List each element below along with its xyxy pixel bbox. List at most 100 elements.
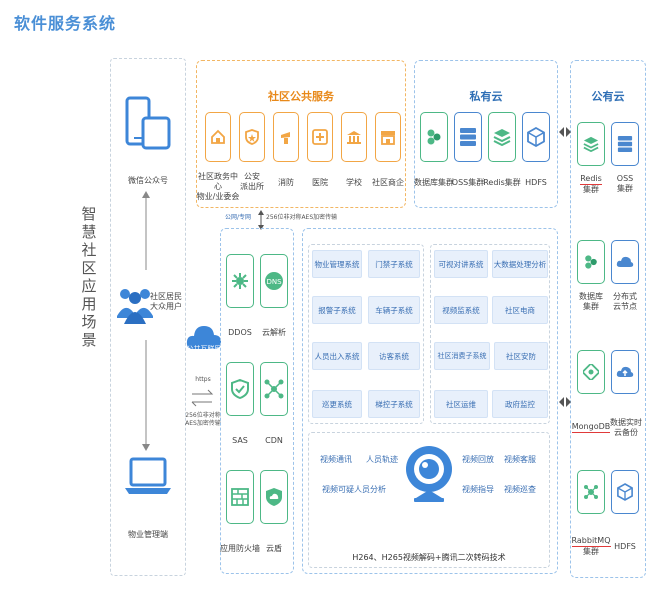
- system-item: 门禁子系统: [368, 250, 420, 278]
- cloud-shield-icon: [260, 470, 288, 524]
- community-items: 社区政务中心物业/业委会 公安派出所 消防 医院 学校 社区商企: [197, 112, 404, 202]
- police-icon: [239, 112, 265, 162]
- cloud-backup-icon: [611, 350, 639, 394]
- video-item: 视频通讯: [320, 455, 352, 464]
- video-camera-icon: [404, 444, 454, 510]
- oss-cluster-icon: [611, 122, 639, 166]
- public-cloud-label: 数据实时云备份: [610, 418, 642, 437]
- community-item-label: 社区商企: [372, 178, 404, 187]
- encryption-top-label: 256位非对称AES加密传输: [266, 214, 338, 221]
- community-item-label: 消防: [278, 178, 294, 187]
- public-cloud-panel: [570, 60, 646, 578]
- internet-cloud-icon: [186, 322, 222, 356]
- system-item: 社区安防: [494, 342, 548, 370]
- wechat-label: 微信公众号: [128, 176, 168, 185]
- video-caption: H264、H265视频解码+腾讯二次转码技术: [352, 553, 506, 562]
- video-group: [308, 432, 550, 568]
- community-services-title: 社区公共服务: [268, 90, 334, 103]
- public-cloud-title: 公有云: [591, 90, 625, 103]
- system-item: 社区运维: [434, 390, 488, 418]
- database-cluster-icon: [577, 240, 605, 284]
- school-icon: [341, 112, 367, 162]
- video-item: 视频可疑人员分析: [322, 485, 386, 494]
- public-cloud-label: 数据库集群: [579, 292, 603, 311]
- public-cloud-label: 分布式云节点: [613, 292, 637, 311]
- private-cloud-label: 数据库集群: [414, 178, 454, 187]
- hospital-icon: [307, 112, 333, 162]
- https-double-arrow: [191, 389, 214, 407]
- firewall-icon: [226, 470, 254, 524]
- user-flow-arrows: [142, 191, 150, 451]
- private-cloud-items: 数据库集群 OSS集群 Redis集群 HDFS: [414, 112, 554, 202]
- dedicated-network-label: 公网/专网: [224, 214, 252, 221]
- vertical-scene-title: 智慧社区应用场景: [81, 205, 97, 349]
- system-item: 物业管理系统: [312, 250, 362, 278]
- dns-icon: DNS: [260, 254, 288, 308]
- systems-right-grid: 可视对讲系统 大数据处理分析 视频监系统 社区电商 社区消费子系统 社区安防 社…: [434, 250, 548, 420]
- security-label: 应用防火墙: [220, 544, 260, 553]
- systems-left-group: [308, 244, 424, 424]
- private-cloud-title: 私有云: [469, 90, 503, 103]
- community-item-label: 医院: [312, 178, 328, 187]
- rabbitmq-icon: [577, 470, 605, 514]
- https-label: https: [195, 376, 211, 383]
- security-label: DDOS: [228, 328, 252, 337]
- mongodb-icon: [577, 350, 605, 394]
- page-title: 软件服务系统: [14, 14, 117, 33]
- public-cloud-label: MongoDB: [571, 422, 611, 433]
- private-cloud-label: HDFS: [525, 178, 547, 187]
- mobile-devices-icon: [125, 96, 171, 160]
- property-label: 物业管理端: [128, 530, 168, 539]
- ddos-icon: [226, 254, 254, 308]
- hdfs-icon: [522, 112, 550, 162]
- system-item: 可视对讲系统: [434, 250, 488, 278]
- community-services-panel: [196, 60, 406, 208]
- redis-cluster-icon: [577, 122, 605, 166]
- vertical-double-arrow: [258, 210, 264, 230]
- cloud-sync-arrows: [559, 127, 571, 407]
- video-item: 视频巡查: [504, 485, 536, 494]
- systems-right-group: [430, 244, 550, 424]
- private-cloud-label: Redis集群: [483, 178, 521, 187]
- private-cloud-label: OSS集群: [451, 178, 485, 187]
- database-cluster-icon: [420, 112, 448, 162]
- system-item: 大数据处理分析: [492, 250, 548, 278]
- fire-icon: [273, 112, 299, 162]
- systems-panel: [302, 228, 558, 574]
- system-item: 社区消费子系统: [434, 342, 490, 370]
- security-items: DNS DDOS 云解析 SAS CDN 应用防火墙 云盾: [220, 254, 294, 574]
- security-panel: [220, 228, 294, 574]
- internet-label: 公共互联网: [186, 345, 222, 353]
- community-item-label: 学校: [346, 178, 362, 187]
- system-item: 巡更系统: [312, 390, 362, 418]
- system-item: 报警子系统: [312, 296, 362, 324]
- security-label: SAS: [232, 436, 248, 445]
- video-item: 视频指导: [462, 485, 494, 494]
- community-item-label: 公安派出所: [240, 172, 264, 191]
- system-item: 梯控子系统: [368, 390, 420, 418]
- system-item: 访客系统: [368, 342, 420, 370]
- government-center-icon: [205, 112, 231, 162]
- business-icon: [375, 112, 401, 162]
- oss-cluster-icon: [454, 112, 482, 162]
- user-column: [110, 58, 186, 576]
- security-label: 云解析: [262, 328, 286, 337]
- system-item: 车辆子系统: [368, 296, 420, 324]
- hdfs-icon: [611, 470, 639, 514]
- residents-label: 社区居民 大众用户: [150, 292, 182, 311]
- system-item: 视频监系统: [434, 296, 488, 324]
- private-cloud-panel: [414, 60, 558, 208]
- security-label: 云盾: [266, 544, 282, 553]
- residents-icon: [116, 284, 154, 328]
- cdn-icon: [260, 362, 288, 416]
- video-item: 视频客服: [504, 455, 536, 464]
- sas-shield-icon: [226, 362, 254, 416]
- security-label: CDN: [265, 436, 283, 445]
- systems-left-grid: 物业管理系统 门禁子系统 报警子系统 车辆子系统 人员出入系统 访客系统 巡更系…: [312, 250, 422, 420]
- system-item: 人员出入系统: [312, 342, 362, 370]
